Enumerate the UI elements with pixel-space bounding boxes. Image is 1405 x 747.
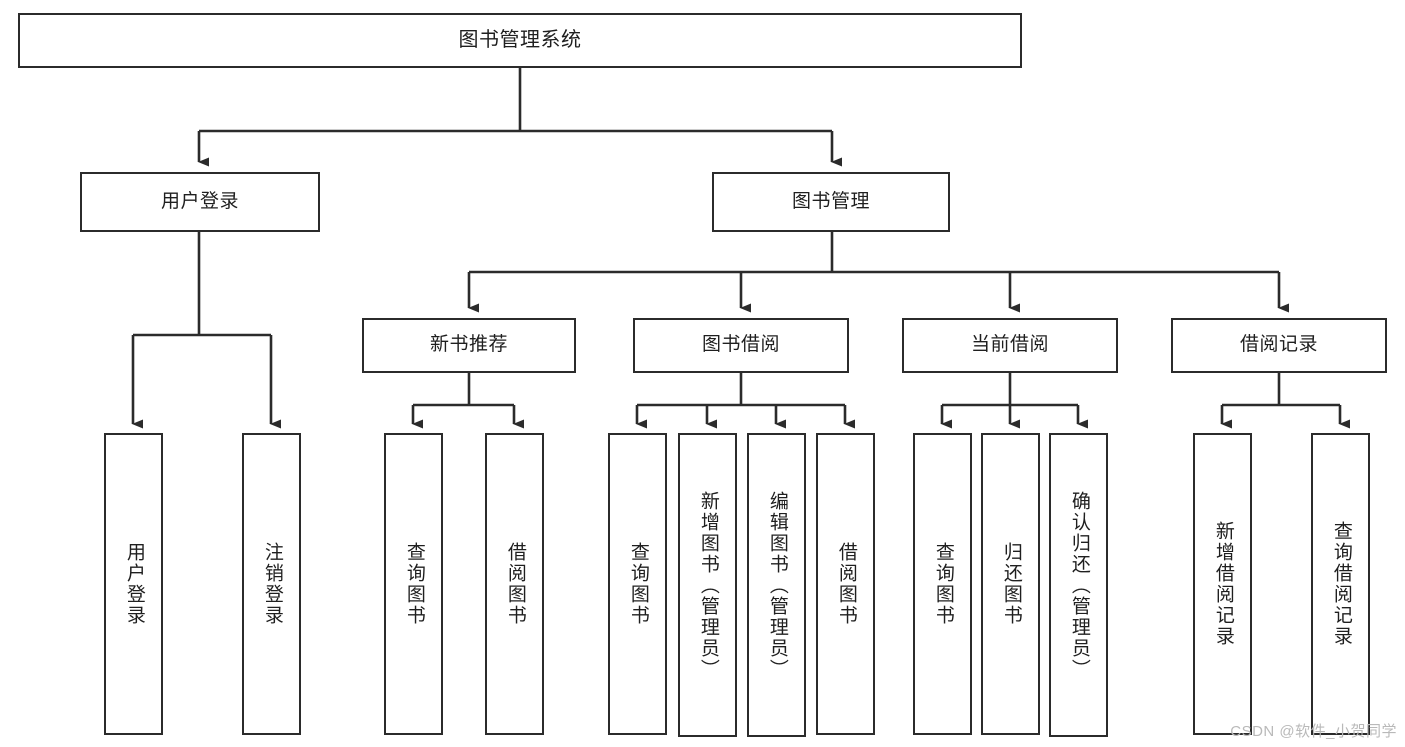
node-label-leaf-add-book: 新增图书（管理员） (697, 490, 719, 680)
node-leaf-user-login[interactable]: 用户登录 (104, 433, 163, 735)
node-label-leaf-query-book-3: 查询图书 (932, 542, 954, 626)
node-label-book-manage: 图书管理 (791, 190, 870, 212)
node-label-user-login: 用户登录 (160, 190, 239, 212)
node-leaf-borrow-book-recommend[interactable]: 借阅图书 (485, 433, 544, 735)
node-label-book-borrow: 图书借阅 (701, 334, 780, 356)
node-book-borrow[interactable]: 图书借阅 (633, 318, 849, 373)
node-leaf-borrow-book-borrow[interactable]: 借阅图书 (816, 433, 875, 735)
node-leaf-add-book-admin[interactable]: 新增图书（管理员） (678, 433, 737, 737)
node-label-leaf-borrow-book-1: 借阅图书 (504, 542, 526, 626)
node-label-leaf-confirm-return: 确认归还（管理员） (1068, 490, 1090, 680)
node-label-root: 图书管理系统 (458, 28, 582, 51)
node-label-leaf-logout: 注销登录 (261, 542, 283, 626)
node-leaf-logout[interactable]: 注销登录 (242, 433, 301, 735)
node-user-login[interactable]: 用户登录 (80, 172, 320, 232)
node-leaf-confirm-return-admin[interactable]: 确认归还（管理员） (1049, 433, 1108, 737)
node-label-current-borrow: 当前借阅 (970, 334, 1049, 356)
node-label-leaf-return-book: 归还图书 (1000, 542, 1022, 626)
node-root-system[interactable]: 图书管理系统 (18, 13, 1022, 68)
node-label-borrow-record: 借阅记录 (1239, 334, 1318, 356)
node-book-manage[interactable]: 图书管理 (712, 172, 950, 232)
node-leaf-query-book-borrow[interactable]: 查询图书 (608, 433, 667, 735)
node-label-leaf-query-book-2: 查询图书 (627, 542, 649, 626)
node-leaf-query-borrow-record[interactable]: 查询借阅记录 (1311, 433, 1370, 735)
node-leaf-add-borrow-record[interactable]: 新增借阅记录 (1193, 433, 1252, 735)
node-label-leaf-borrow-book-2: 借阅图书 (835, 542, 857, 626)
node-label-leaf-user-login: 用户登录 (123, 542, 145, 626)
node-current-borrow[interactable]: 当前借阅 (902, 318, 1118, 373)
node-label-leaf-query-book-1: 查询图书 (403, 542, 425, 626)
node-leaf-return-book[interactable]: 归还图书 (981, 433, 1040, 735)
node-label-leaf-edit-book: 编辑图书（管理员） (766, 490, 788, 680)
node-leaf-query-book-current[interactable]: 查询图书 (913, 433, 972, 735)
node-new-book-recommend[interactable]: 新书推荐 (362, 318, 576, 373)
csdn-watermark: CSDN @软件_小贺同学 (1230, 723, 1397, 740)
node-label-leaf-query-record: 查询借阅记录 (1330, 521, 1352, 647)
node-leaf-edit-book-admin[interactable]: 编辑图书（管理员） (747, 433, 806, 737)
node-leaf-query-book-recommend[interactable]: 查询图书 (384, 433, 443, 735)
node-borrow-record[interactable]: 借阅记录 (1171, 318, 1387, 373)
node-label-new-book-recommend: 新书推荐 (429, 334, 508, 356)
node-label-leaf-add-record: 新增借阅记录 (1212, 521, 1234, 647)
